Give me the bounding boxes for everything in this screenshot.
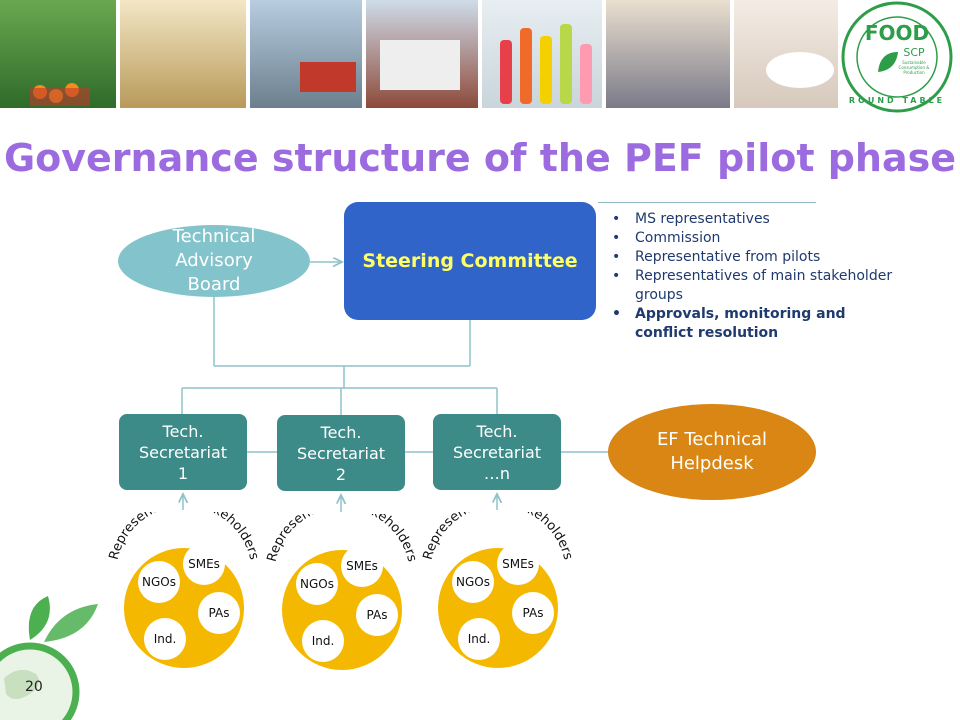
stakeholder-bubble — [302, 620, 344, 662]
logo-tagline: Consumption & — [899, 65, 930, 70]
stakeholder-bubble — [452, 561, 494, 603]
stakeholder-bubble — [458, 618, 500, 660]
leaf-icon — [44, 604, 98, 642]
group-label: Ind. — [312, 634, 335, 648]
bottle-icon — [560, 24, 572, 104]
page-number: 20 — [25, 679, 43, 695]
stakeholder-bubble — [497, 543, 539, 585]
ef-technical-helpdesk-node: EF Technical Helpdesk — [608, 404, 816, 500]
stakeholder-bubble — [198, 592, 240, 634]
member-bullet: Representative from pilots — [608, 248, 908, 267]
group-label: PAs — [523, 606, 544, 620]
steering-committee-label: Steering Committee — [362, 250, 578, 272]
sec-label-line: Tech. — [320, 422, 362, 442]
group-label: PAs — [367, 608, 388, 622]
slide-title: Governance structure of the PEF pilot ph… — [3, 136, 957, 180]
logo-tagline: Sustainable — [902, 60, 926, 65]
bottle-icon — [580, 44, 592, 104]
tech-secretariat-1-node: Tech. Secretariat 1 — [119, 414, 247, 490]
sec-label-line: 1 — [177, 463, 189, 483]
tech-secretariat-2-node: Tech. Secretariat 2 — [277, 415, 405, 491]
stakeholder-bubble — [183, 543, 225, 585]
group-label: NGOs — [300, 577, 334, 591]
sec-label-line: Secretariat — [452, 442, 542, 462]
group-label: SMEs — [502, 557, 534, 571]
group-label: SMEs — [346, 559, 378, 573]
group-label: NGOs — [142, 575, 176, 589]
group-label: SMEs — [188, 557, 220, 571]
responsibilities-bullet: Approvals, monitoring and conflict resol… — [608, 305, 908, 343]
member-bullet: Commission — [608, 229, 908, 248]
bullets-divider — [598, 202, 816, 203]
stakeholders-cluster-3: Representative stakeholders SMEs NGOs PA… — [421, 512, 575, 668]
photo-port-ship — [300, 62, 356, 92]
stakeholders-cluster-2: Representative stakeholders SMEs NGOs PA… — [265, 514, 419, 670]
stakeholder-bubble — [356, 594, 398, 636]
group-label: Ind. — [468, 632, 491, 646]
logo-food-text: FOOD — [865, 21, 929, 45]
photo-shoppers — [606, 0, 730, 108]
group-label: Ind. — [154, 632, 177, 646]
stakeholder-bubble — [512, 592, 554, 634]
tab-label-line: Advisory — [175, 250, 253, 271]
bottle-icon — [500, 40, 512, 104]
group-label: PAs — [209, 606, 230, 620]
stakeholder-bubble — [144, 618, 186, 660]
sec-label-line: …n — [483, 463, 511, 483]
photo-orchard-crate — [30, 88, 90, 106]
food-scp-logo: FOOD SCP Sustainable Consumption & Produ… — [841, 1, 953, 113]
leaf-icon — [878, 52, 898, 72]
photo-dessert-bowl — [766, 52, 834, 88]
sec-label-line: Secretariat — [138, 442, 228, 462]
helpdesk-label-line: Helpdesk — [670, 453, 754, 474]
bottle-icon — [520, 28, 532, 104]
logo-tagline: Production — [903, 70, 925, 75]
logo-inner-ring — [856, 16, 938, 98]
leaf-icon — [28, 596, 50, 640]
steering-committee-node: Steering Committee — [344, 202, 596, 320]
tab-label-line: Board — [187, 274, 241, 295]
helpdesk-label-line: EF Technical — [656, 429, 768, 450]
sec-label-line: Secretariat — [296, 443, 386, 463]
steering-committee-members: MS representatives Commission Representa… — [608, 210, 908, 343]
sec-label-line: Tech. — [476, 421, 518, 441]
stakeholder-bubble — [138, 561, 180, 603]
tab-label-line: Technical — [172, 226, 256, 247]
member-bullet: Representatives of main stakeholder grou… — [608, 267, 908, 305]
stakeholder-bubble — [341, 545, 383, 587]
group-label: NGOs — [456, 575, 490, 589]
sec-label-line: 2 — [335, 464, 347, 484]
photo-factory-building — [380, 40, 460, 90]
stakeholder-bubble — [296, 563, 338, 605]
stakeholders-cluster-1: Representative stakeholders SMEs NGOs PA… — [107, 512, 261, 668]
technical-advisory-board-node: Technical Advisory Board — [118, 225, 310, 297]
photo-banner — [0, 0, 960, 112]
globe-leaf-logo — [0, 596, 98, 720]
banner-photos — [0, 0, 838, 108]
member-bullet: MS representatives — [608, 210, 908, 229]
logo-scp-text: SCP — [903, 46, 925, 59]
logo-ring-text: ROUND TABLE — [849, 96, 945, 105]
globe-land — [4, 669, 39, 699]
sec-label-line: Tech. — [162, 421, 204, 441]
bottle-icon — [540, 36, 552, 104]
tech-secretariat-n-node: Tech. Secretariat …n — [433, 414, 561, 490]
photo-grain — [120, 0, 246, 108]
